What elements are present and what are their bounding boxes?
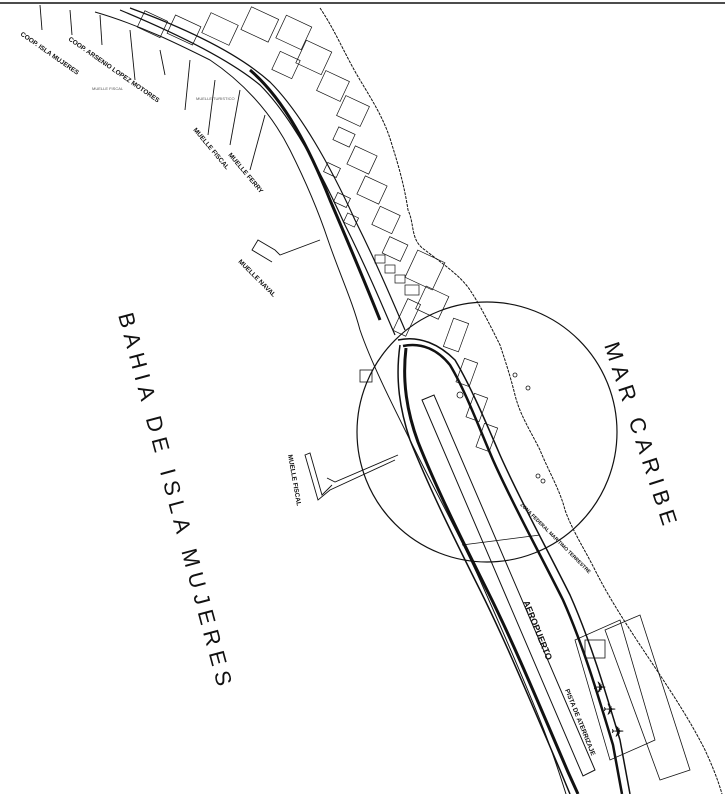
airport-boundary-west	[397, 344, 571, 794]
svg-text:✈: ✈	[603, 700, 616, 719]
east-shoreline	[319, 7, 723, 794]
airport-boundary-east	[397, 338, 631, 794]
small-label-2: MUELLE TURISTICO	[196, 96, 235, 101]
bay-label: BAHIA DE ISLA MUJERES	[113, 310, 238, 694]
runway	[421, 394, 596, 777]
airport-boundary-west-inner	[403, 347, 580, 794]
highlight-circle	[356, 301, 618, 563]
airplane-symbols: ✈ ✈ ✈	[593, 678, 624, 741]
road-center-strip	[249, 68, 382, 321]
muelle3-label: MUELLE NAVAL	[237, 258, 277, 298]
airport-label: AEROPUERTO	[521, 599, 554, 661]
town-blocks	[136, 6, 499, 453]
airport-boundary-east-inner	[402, 343, 624, 794]
small-features	[359, 369, 606, 659]
muelle-fiscal-label: MUELLE FISCAL	[286, 454, 302, 506]
svg-text:✈: ✈	[611, 722, 624, 741]
svg-text:✈: ✈	[593, 678, 606, 697]
sea-label: MAR CARIBE	[599, 339, 684, 534]
main-road-west	[119, 9, 396, 336]
small-label-1: MUELLE FISCAL	[92, 86, 124, 91]
muelle2-label: MUELLE FERRY	[226, 152, 264, 196]
taxiway-line	[461, 534, 541, 546]
west-shoreline	[94, 11, 567, 794]
main-road-east	[129, 7, 406, 331]
piers	[39, 4, 399, 501]
muelle1-label: MUELLE FISCAL	[191, 127, 230, 171]
apron-label: PISTA DE ATERRIZAJE	[563, 688, 596, 757]
coop2-label: COOP. ARSENIO LOPEZ MOTORES	[67, 36, 161, 105]
apron-area	[574, 614, 691, 781]
